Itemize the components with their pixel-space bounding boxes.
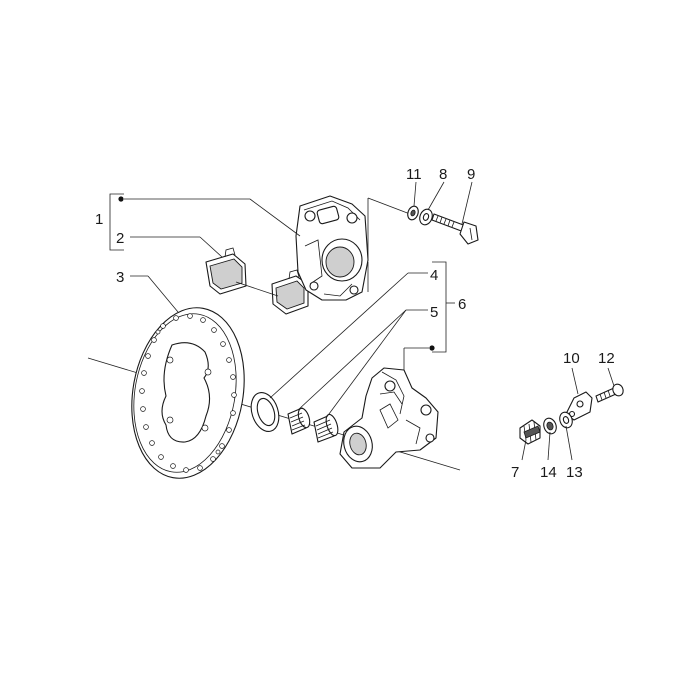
callout-labels: 1 2 3 4 5 6 7 8 9 10 11 12 13 14 [95, 166, 615, 481]
callout-2: 2 [116, 230, 124, 247]
washer-11 [407, 205, 419, 221]
brake-disc [131, 307, 245, 479]
disc-holes [139, 313, 237, 473]
brake-pad-right [271, 269, 309, 315]
callout-4: 4 [430, 267, 438, 284]
callout-6: 6 [458, 296, 466, 313]
callout-5: 5 [430, 304, 438, 321]
needle-bearing-b [313, 413, 339, 443]
brake-pads [205, 247, 309, 315]
needle-bearing-a [287, 407, 311, 435]
brake-caliper-assembly [295, 195, 369, 301]
callout-10: 10 [563, 350, 580, 367]
bleed-valve-7 [519, 419, 541, 445]
banjo-screw-12 [595, 383, 624, 403]
callout-3: 3 [116, 269, 124, 286]
leader-lines [109, 181, 615, 461]
callout-11: 11 [406, 166, 422, 183]
callout-9: 9 [467, 166, 475, 183]
callout-13: 13 [566, 464, 583, 481]
callout-14: 14 [540, 464, 557, 481]
spring-washer-14 [543, 417, 557, 435]
callout-1: 1 [95, 211, 103, 228]
callout-12: 12 [598, 350, 615, 367]
washer-8 [419, 208, 433, 226]
seal-ring [250, 392, 280, 432]
callout-7: 7 [511, 464, 519, 481]
caliper-support [339, 367, 439, 469]
callout-6-dot [429, 345, 435, 351]
callout-8: 8 [439, 166, 447, 183]
caliper-bolt-9 [431, 213, 479, 245]
copper-washer-13 [559, 411, 573, 429]
disc-mount-holes [166, 356, 212, 432]
callout-1-dot [118, 196, 124, 202]
brake-pad-left [205, 247, 247, 295]
